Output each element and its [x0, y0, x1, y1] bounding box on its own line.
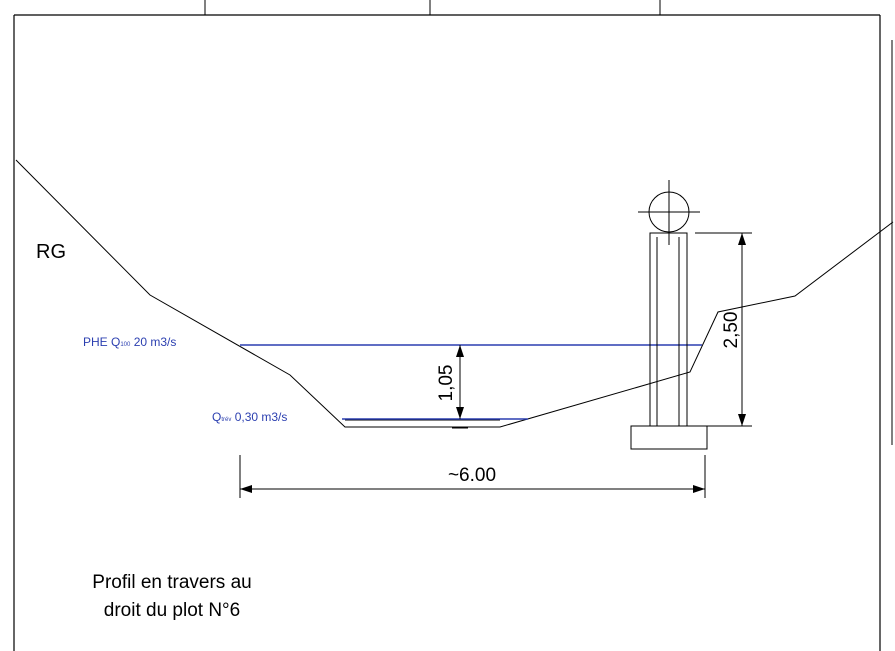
pier-height-dimension-value: 2,50	[721, 312, 742, 349]
caption-line-1: Profil en travers au	[92, 572, 251, 593]
phe-level-label: PHE Q100 20 m3/s	[83, 335, 176, 349]
width-dimension-value: ~6.00	[448, 465, 496, 486]
sheet-frame	[13, 14, 881, 651]
low-level-label: Qtrév 0,30 m3/s	[212, 410, 287, 424]
title-block-dividers	[204, 0, 661, 15]
pier	[630, 232, 708, 450]
pier-footing	[630, 425, 708, 450]
terrain-profile	[15, 159, 894, 428]
bank-label: RG	[36, 241, 66, 263]
pipe-crossing	[638, 180, 700, 245]
caption-line-2: droit du plot N°6	[104, 600, 240, 621]
depth-dimension-value: 1,05	[436, 365, 457, 402]
